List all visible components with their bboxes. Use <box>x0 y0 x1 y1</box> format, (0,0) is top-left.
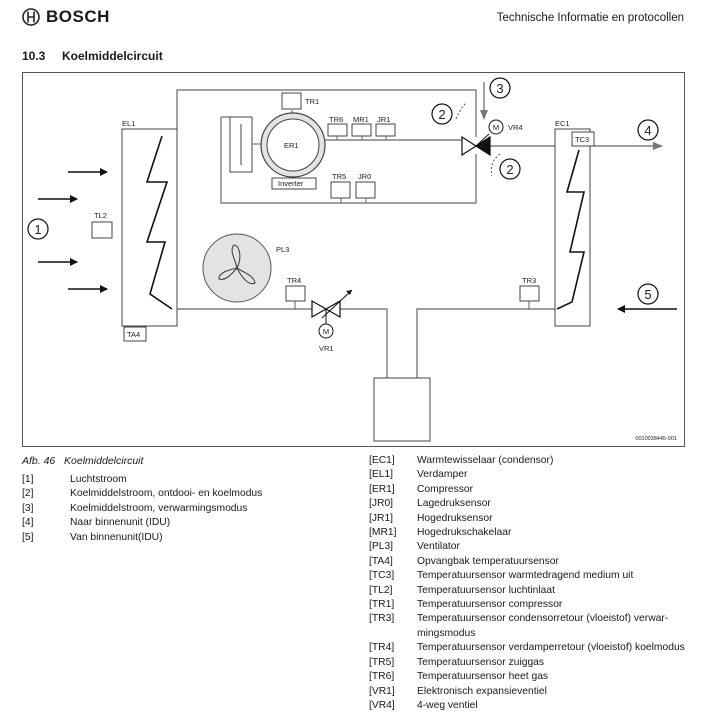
label-inverter: Inverter <box>278 179 304 188</box>
legend-item: [TR5]Temperatuursensor zuiggas <box>369 656 545 668</box>
legend-item: [TL2]Temperatuursensor luchtinlaat <box>369 584 555 596</box>
legend-item: [4]Naar binnenunit (IDU) <box>22 517 171 529</box>
label-tr5: TR5 <box>332 172 346 181</box>
document-title: Technische Informatie en protocollen <box>496 12 684 24</box>
legend-item: [TR4]Temperatuursensor verdamperretour (… <box>369 642 685 654</box>
legend-item: mingsmodus <box>417 627 476 639</box>
label-tr6: TR6 <box>329 115 343 124</box>
label-ec1: EC1 <box>555 119 570 128</box>
legend-item: [TC3]Temperatuursensor warmtedragend med… <box>369 570 634 582</box>
callout-2-bottom: 2 <box>506 162 513 177</box>
callout-1: 1 <box>34 222 41 237</box>
label-vr4: VR4 <box>508 123 523 132</box>
label-tl2: TL2 <box>94 211 107 220</box>
callout-2-top: 2 <box>438 107 445 122</box>
label-mr1: MR1 <box>353 115 369 124</box>
fan-icon <box>218 244 256 285</box>
legend-item: [1]Luchtstroom <box>22 474 127 485</box>
label-tc3: TC3 <box>575 135 589 144</box>
legend-item: [JR1]Hogedruksensor <box>369 512 493 524</box>
legend-item: [ER1]Compressor <box>369 483 474 495</box>
label-tr4: TR4 <box>287 276 301 285</box>
motor-vr4: M <box>493 123 499 132</box>
four-way-valve-icon <box>461 133 491 157</box>
figure-code: 0010038445-001 <box>635 436 677 442</box>
legend-item: [MR1]Hogedrukschakelaar <box>369 527 512 539</box>
refrigerant-circuit-diagram: EL1 TA4 TL2 1 PL3 TR1 TR1 ER1 Inverter T… <box>27 77 677 442</box>
bosch-armature-icon <box>22 8 40 26</box>
caption-label: Afb. 46 <box>22 455 56 467</box>
label-tr1-visible: TR1 <box>305 97 319 106</box>
label-ta4: TA4 <box>127 330 140 339</box>
legend-item: [3]Koelmiddelstroom, verwarmingsmodus <box>22 502 248 514</box>
legend-item: [JR0]Lagedruksensor <box>369 498 491 510</box>
legend-item: [TR6]Temperatuursensor heet gas <box>369 671 549 683</box>
callout-3: 3 <box>496 81 503 96</box>
legend-item: [TR3]Temperatuursensor condensorretour (… <box>369 613 669 625</box>
caption-title: Koelmiddelcircuit <box>64 455 144 467</box>
legend-right: [EC1]Warmtewisselaar (condensor) [EL1]Ve… <box>369 454 685 713</box>
label-el1: EL1 <box>122 119 135 128</box>
label-pl3: PL3 <box>276 245 289 254</box>
callout-4: 4 <box>644 123 651 138</box>
brand-name: BOSCH <box>46 7 110 26</box>
legend-item: [2]Koelmiddelstroom, ontdooi- en koelmod… <box>22 488 263 500</box>
legend-item: [VR4]4-weg ventiel <box>369 699 478 711</box>
label-jr0: JR0 <box>358 172 371 181</box>
legend-item: [PL3]Ventilator <box>369 541 460 553</box>
legend-left: [1]Luchtstroom [2]Koelmiddelstroom, ontd… <box>22 473 262 545</box>
legend-item: [VR1]Elektronisch expansieventiel <box>369 685 547 697</box>
expansion-valve-icon <box>311 289 353 324</box>
callout-5: 5 <box>644 287 651 302</box>
figure-caption: Afb. 46 Koelmiddelcircuit <box>22 455 143 467</box>
label-er1: ER1 <box>284 141 299 150</box>
section-heading: 10.3 Koelmiddelcircuit <box>22 49 163 63</box>
bosch-logo: BOSCH <box>22 7 110 27</box>
section-title: Koelmiddelcircuit <box>62 49 163 63</box>
legend-item: [EL1]Verdamper <box>369 469 468 481</box>
label-jr1: JR1 <box>377 115 390 124</box>
legend-item: [TR1]Temperatuursensor compressor <box>369 599 563 611</box>
label-vr1: VR1 <box>319 344 334 353</box>
legend-item: [TA4]Opvangbak temperatuursensor <box>369 555 559 567</box>
label-tr3: TR3 <box>522 276 536 285</box>
diagram-frame <box>22 72 685 447</box>
motor-vr1: M <box>323 327 329 336</box>
legend-item: [EC1]Warmtewisselaar (condensor) <box>369 455 554 466</box>
section-number: 10.3 <box>22 49 46 63</box>
legend-item: [5]Van binnenunit(IDU) <box>22 531 163 543</box>
